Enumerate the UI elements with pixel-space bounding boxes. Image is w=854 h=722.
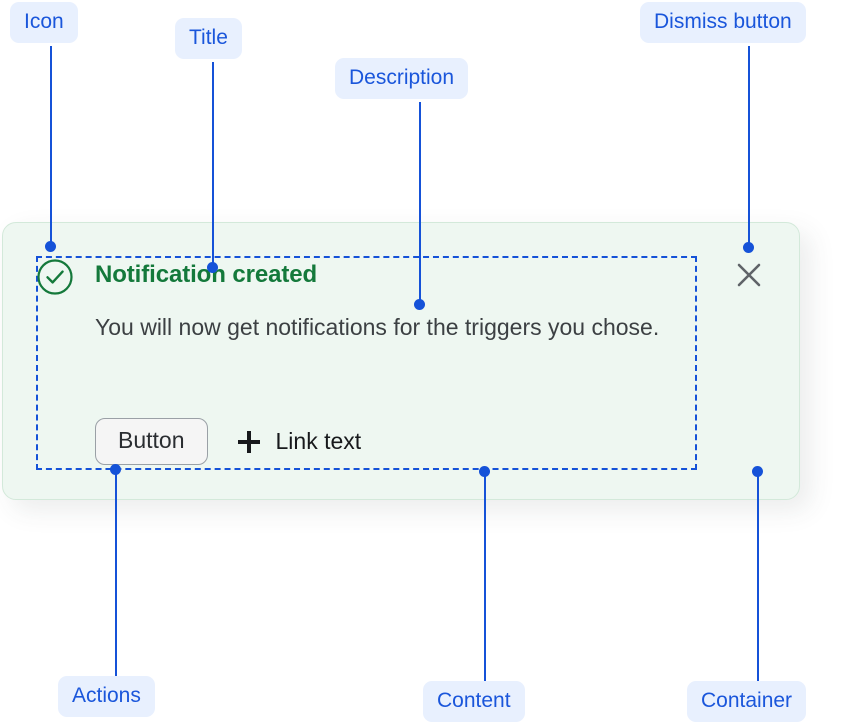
notification-content-box	[36, 256, 697, 470]
annotation-leader-title	[212, 62, 214, 267]
annotation-label-description: Description	[335, 58, 469, 99]
annotation-leader-content	[484, 470, 486, 681]
plus-icon	[237, 430, 260, 453]
action-link[interactable]: Link text	[237, 428, 362, 454]
annotation-label-actions: Actions	[58, 676, 155, 717]
action-button[interactable]: Button	[95, 418, 208, 465]
annotation-label-container: Container	[687, 681, 807, 722]
dismiss-button[interactable]	[731, 257, 767, 293]
check-circle-icon	[36, 258, 74, 296]
annotation-dot-actions	[110, 464, 121, 475]
annotation-leader-dismiss-button	[748, 46, 750, 247]
notification-description: You will now get notifications for the t…	[95, 314, 660, 340]
notification-actions: Button Link text	[95, 418, 361, 465]
annotation-label-content: Content	[423, 681, 525, 722]
annotation-leader-description	[419, 102, 421, 304]
annotation-leader-actions	[115, 470, 117, 676]
annotation-label-icon: Icon	[10, 2, 78, 43]
annotation-label-title: Title	[175, 18, 242, 59]
notification-title: Notification created	[95, 261, 318, 288]
annotation-dot-icon	[45, 241, 56, 252]
annotation-dot-title	[207, 262, 218, 273]
annotation-label-dismiss-button: Dismiss button	[640, 2, 806, 43]
annotation-dot-description	[414, 299, 425, 310]
annotation-dot-container	[752, 466, 763, 477]
annotation-dot-dismiss-button	[743, 242, 754, 253]
action-link-label: Link text	[275, 428, 362, 454]
annotation-dot-content	[479, 466, 490, 477]
annotation-leader-container	[757, 470, 759, 681]
annotation-leader-icon	[50, 46, 52, 246]
close-icon	[737, 263, 761, 287]
